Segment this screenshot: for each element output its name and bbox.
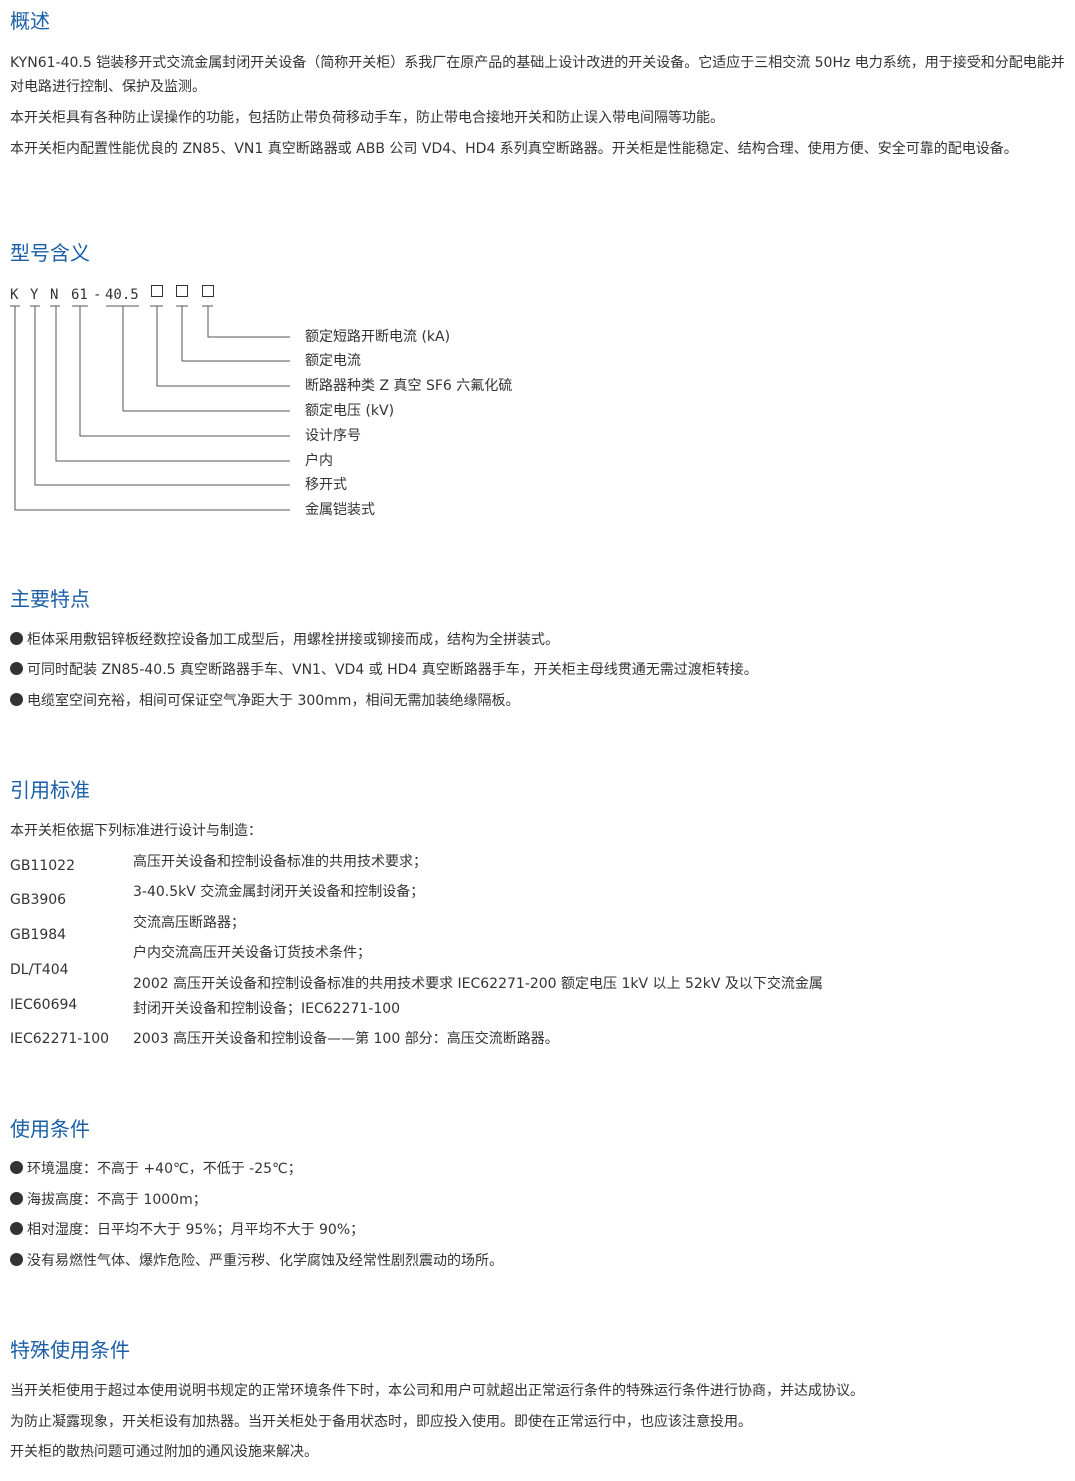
standard-description: 封闭开关设备和控制设备；IEC62271-100	[133, 1001, 401, 1017]
condition-item: 没有易燃性气体、爆炸危险、严重污秽、化学腐蚀及经常性剧烈震动的场所。	[10, 1249, 503, 1273]
special-paragraph: 开关柜的散热问题可通过附加的通风设施来解决。	[10, 1444, 318, 1460]
feature-text: 柜体采用敷铝锌板经数控设备加工成型后，用螺栓拼接或铆接而成，结构为全拼装式。	[27, 632, 559, 648]
condition-item: 环境温度：不高于 +40℃，不低于 -25℃；	[10, 1157, 302, 1181]
condition-item: 海拔高度：不高于 1000m；	[10, 1188, 207, 1212]
feature-item: 电缆室空间充裕，相间可保证空气净距大于 300mm，相间无需加装绝缘隔板。	[10, 689, 519, 713]
section-title-standards: 引用标准	[10, 778, 90, 802]
section-title-features: 主要特点	[10, 587, 90, 611]
bullet-icon	[10, 1222, 23, 1235]
model-legend-item: 额定电流	[305, 353, 361, 369]
feature-text: 电缆室空间充裕，相间可保证空气净距大于 300mm，相间无需加装绝缘隔板。	[27, 693, 520, 709]
standard-description: 高压开关设备和控制设备标准的共用技术要求；	[133, 854, 427, 870]
feature-text: 可同时配装 ZN85-40.5 真空断路器手车、VN1、VD4 或 HD4 真空…	[27, 662, 758, 678]
model-code-61: 61	[71, 287, 88, 303]
bullet-icon	[10, 662, 23, 675]
overview-paragraph-2: 本开关柜具有各种防止误操作的功能，包括防止带负荷移动手车，防止带电合接地开关和防…	[10, 110, 724, 126]
model-code-y: Y	[30, 287, 39, 303]
section-title-model: 型号含义	[10, 241, 90, 265]
model-code-voltage: 40.5	[105, 287, 139, 303]
feature-item: 可同时配装 ZN85-40.5 真空断路器手车、VN1、VD4 或 HD4 真空…	[10, 658, 758, 682]
special-paragraph: 为防止凝露现象，开关柜设有加热器。当开关柜处于备用状态时，即应投入使用。即使在正…	[10, 1414, 752, 1430]
standard-code: GB1984	[10, 927, 67, 943]
bullet-icon	[10, 693, 23, 706]
standard-code: IEC60694	[10, 997, 78, 1013]
standard-description: 2003 高压开关设备和控制设备——第 100 部分：高压交流断路器。	[133, 1031, 559, 1047]
standard-description: 交流高压断路器；	[133, 915, 245, 931]
model-legend-item: 断路器种类 Z 真空 SF6 六氟化硫	[305, 378, 513, 394]
model-legend-item: 额定电压 (kV)	[305, 403, 395, 419]
standard-description: 2002 高压开关设备和控制设备标准的共用技术要求 IEC62271-200 额…	[133, 976, 823, 992]
section-title-conditions: 使用条件	[10, 1117, 90, 1141]
model-legend-item: 户内	[305, 453, 333, 469]
bullet-icon	[10, 1253, 23, 1266]
model-code-box-3	[202, 285, 214, 297]
feature-item: 柜体采用敷铝锌板经数控设备加工成型后，用螺栓拼接或铆接而成，结构为全拼装式。	[10, 628, 559, 652]
model-legend-item: 设计序号	[305, 428, 361, 444]
condition-text: 环境温度：不高于 +40℃，不低于 -25℃；	[27, 1161, 302, 1177]
condition-text: 海拔高度：不高于 1000m；	[27, 1192, 207, 1208]
model-code-box-1	[151, 285, 163, 297]
model-code-box-2	[176, 285, 188, 297]
overview-paragraph-3: 本开关柜内配置性能优良的 ZN85、VN1 真空断路器或 ABB 公司 VD4、…	[10, 141, 1018, 157]
section-title-special: 特殊使用条件	[10, 1338, 130, 1362]
standard-description: 户内交流高压开关设备订货技术条件；	[133, 945, 371, 961]
standard-description: 3-40.5kV 交流金属封闭开关设备和控制设备；	[133, 884, 425, 900]
bullet-icon	[10, 1192, 23, 1205]
bullet-icon	[10, 1161, 23, 1174]
model-code-k: K	[10, 287, 19, 303]
condition-text: 没有易燃性气体、爆炸危险、严重污秽、化学腐蚀及经常性剧烈震动的场所。	[27, 1253, 503, 1269]
model-legend-item: 移开式	[305, 477, 347, 493]
bullet-icon	[10, 632, 23, 645]
condition-text: 相对湿度：日平均不大于 95%；月平均不大于 90%；	[27, 1222, 365, 1238]
standards-intro: 本开关柜依据下列标准进行设计与制造：	[10, 823, 262, 839]
model-legend-item: 金属铠装式	[305, 502, 375, 518]
special-paragraph: 当开关柜使用于超过本使用说明书规定的正常环境条件下时，本公司和用户可就超出正常运…	[10, 1383, 864, 1399]
section-title-overview: 概述	[10, 9, 50, 33]
standard-code: GB3906	[10, 892, 67, 908]
standard-code: GB11022	[10, 858, 75, 874]
overview-paragraph-1: KYN61-40.5 铠装移开式交流金属封闭开关设备（简称开关柜）系我厂在原产品…	[10, 55, 1065, 95]
standard-code: IEC62271-100	[10, 1031, 110, 1047]
model-legend-item: 额定短路开断电流 (kA)	[305, 329, 451, 345]
model-code-n: N	[50, 287, 59, 303]
model-code-dash: -	[93, 287, 102, 303]
condition-item: 相对湿度：日平均不大于 95%；月平均不大于 90%；	[10, 1218, 364, 1242]
standard-code: DL/T404	[10, 962, 69, 978]
